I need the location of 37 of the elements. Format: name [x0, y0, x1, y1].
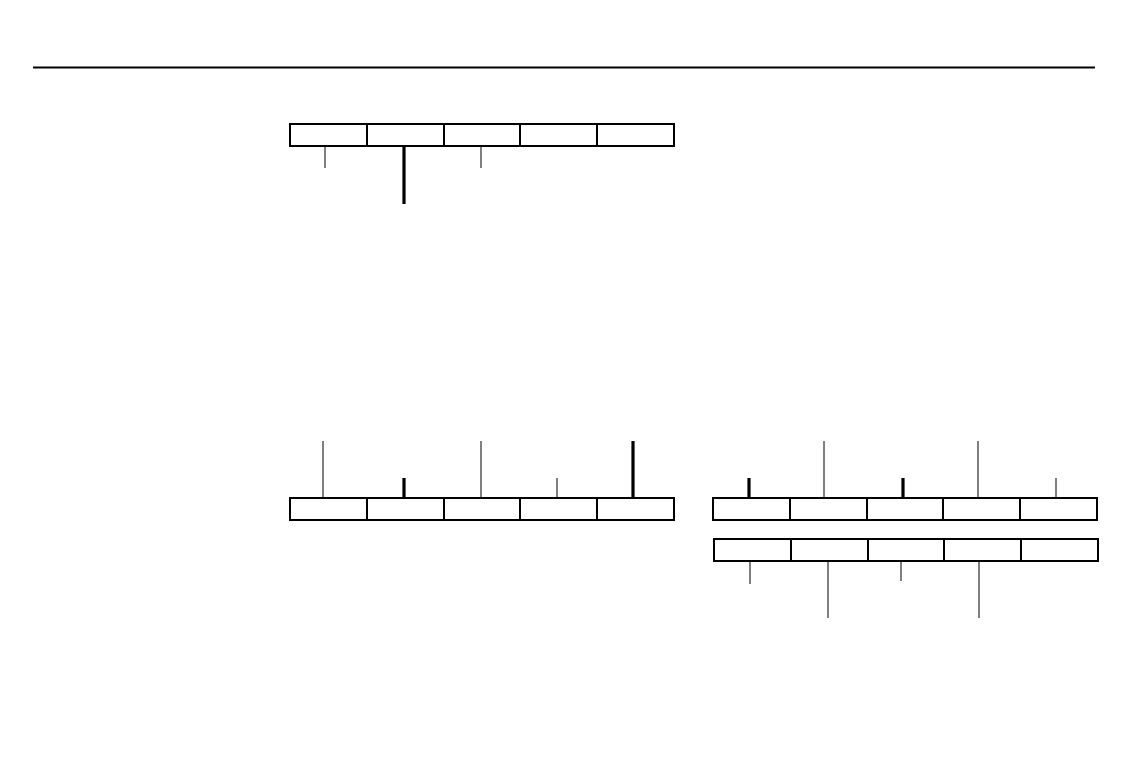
leader-line	[402, 147, 406, 204]
register-cell	[788, 497, 868, 521]
register-cell	[519, 497, 599, 521]
leader-line	[1055, 477, 1057, 498]
register-cell	[865, 497, 945, 521]
leader-line	[827, 561, 829, 619]
leader-line	[480, 146, 482, 169]
register-cell	[1020, 538, 1099, 562]
register-cell	[442, 497, 522, 521]
leader-line	[978, 561, 980, 619]
leader-line	[901, 478, 905, 497]
register-cell	[519, 123, 599, 147]
leader-line	[402, 478, 406, 497]
leader-line	[631, 441, 635, 497]
register-cell	[713, 538, 792, 562]
register-cell	[365, 123, 445, 147]
leader-line	[480, 440, 482, 498]
register-cell	[866, 538, 946, 562]
register-cell	[712, 497, 791, 521]
leader-line	[900, 561, 902, 582]
register-cell	[596, 123, 675, 147]
leader-line	[322, 440, 324, 498]
register-cell	[942, 497, 1022, 521]
register-cell	[442, 123, 522, 147]
leader-line	[324, 146, 326, 169]
register-cell	[789, 538, 869, 562]
register-cell	[943, 538, 1023, 562]
leader-line	[556, 477, 558, 498]
leader-line	[977, 440, 979, 498]
leader-line	[823, 440, 825, 498]
register-cell	[289, 123, 368, 147]
register-cell	[289, 497, 368, 521]
leader-line	[749, 561, 751, 585]
register-cell	[365, 497, 445, 521]
register-cell	[596, 497, 675, 521]
leader-line	[747, 478, 751, 497]
register-cell	[1019, 497, 1098, 521]
